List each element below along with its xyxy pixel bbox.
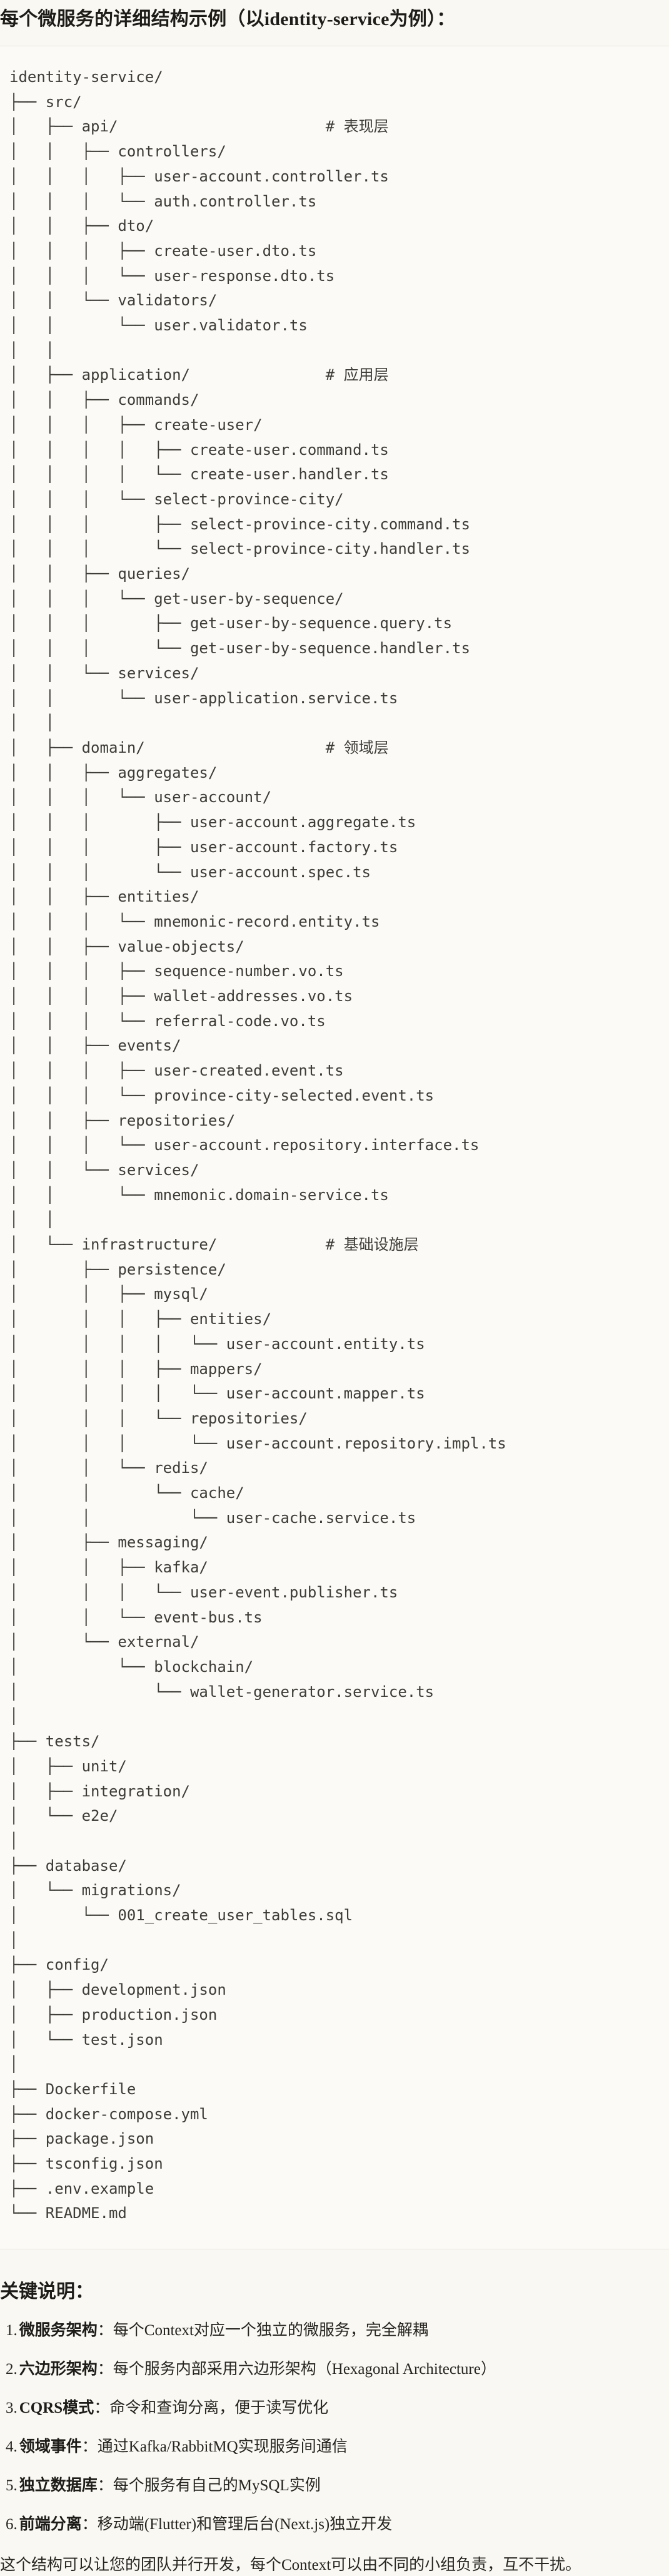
item-text: ：移动端(Flutter)和管理后台(Next.js)独立开发 [81, 2516, 393, 2533]
notes-heading: 关键说明： [0, 2281, 94, 2303]
item-text: ：命令和查询分离，便于读写优化 [94, 2400, 329, 2417]
item-number: 3. [6, 2400, 18, 2417]
list-item: 1.微服务架构：每个Context对应一个独立的微服务，完全解耦 [6, 2319, 669, 2341]
item-term: 独立数据库 [19, 2477, 98, 2495]
item-term: 微服务架构 [19, 2322, 98, 2339]
list-item: 2.六边形架构：每个服务内部采用六边形架构（Hexagonal Architec… [6, 2358, 669, 2380]
code-block: identity-service/ ├── src/ │ ├── api/ # … [0, 46, 669, 2250]
list-item: 6.前端分离：移动端(Flutter)和管理后台(Next.js)独立开发 [6, 2513, 669, 2535]
item-term: 前端分离 [19, 2516, 82, 2533]
document-page: 每个微服务的详细结构示例（以identity-service为例）： ident… [0, 7, 669, 2576]
item-number: 4. [6, 2438, 18, 2456]
item-text: ：每个服务内部采用六边形架构（Hexagonal Architecture） [97, 2361, 496, 2378]
list-item: 5.独立数据库：每个服务有自己的MySQL实例 [6, 2475, 669, 2497]
item-text: ：每个Context对应一个独立的微服务，完全解耦 [97, 2322, 428, 2339]
notes-list: 1.微服务架构：每个Context对应一个独立的微服务，完全解耦 2.六边形架构… [0, 2319, 669, 2535]
closing-paragraph: 这个结构可以让您的团队并行开发，每个Context可以由不同的小组负责，互不干扰… [0, 2557, 581, 2574]
page-title: 每个微服务的详细结构示例（以identity-service为例）： [0, 9, 456, 29]
item-number: 2. [6, 2361, 18, 2378]
item-number: 6. [6, 2516, 18, 2533]
item-term: 领域事件 [19, 2438, 82, 2456]
item-term: CQRS模式 [19, 2400, 94, 2417]
item-number: 1. [6, 2322, 18, 2339]
item-text: ：每个服务有自己的MySQL实例 [97, 2477, 321, 2495]
directory-tree: identity-service/ ├── src/ │ ├── api/ # … [9, 68, 506, 2222]
item-term: 六边形架构 [19, 2361, 98, 2378]
item-text: ：通过Kafka/RabbitMQ实现服务间通信 [81, 2438, 348, 2456]
item-number: 5. [6, 2477, 18, 2495]
list-item: 4.领域事件：通过Kafka/RabbitMQ实现服务间通信 [6, 2436, 669, 2458]
list-item: 3.CQRS模式：命令和查询分离，便于读写优化 [6, 2397, 669, 2419]
